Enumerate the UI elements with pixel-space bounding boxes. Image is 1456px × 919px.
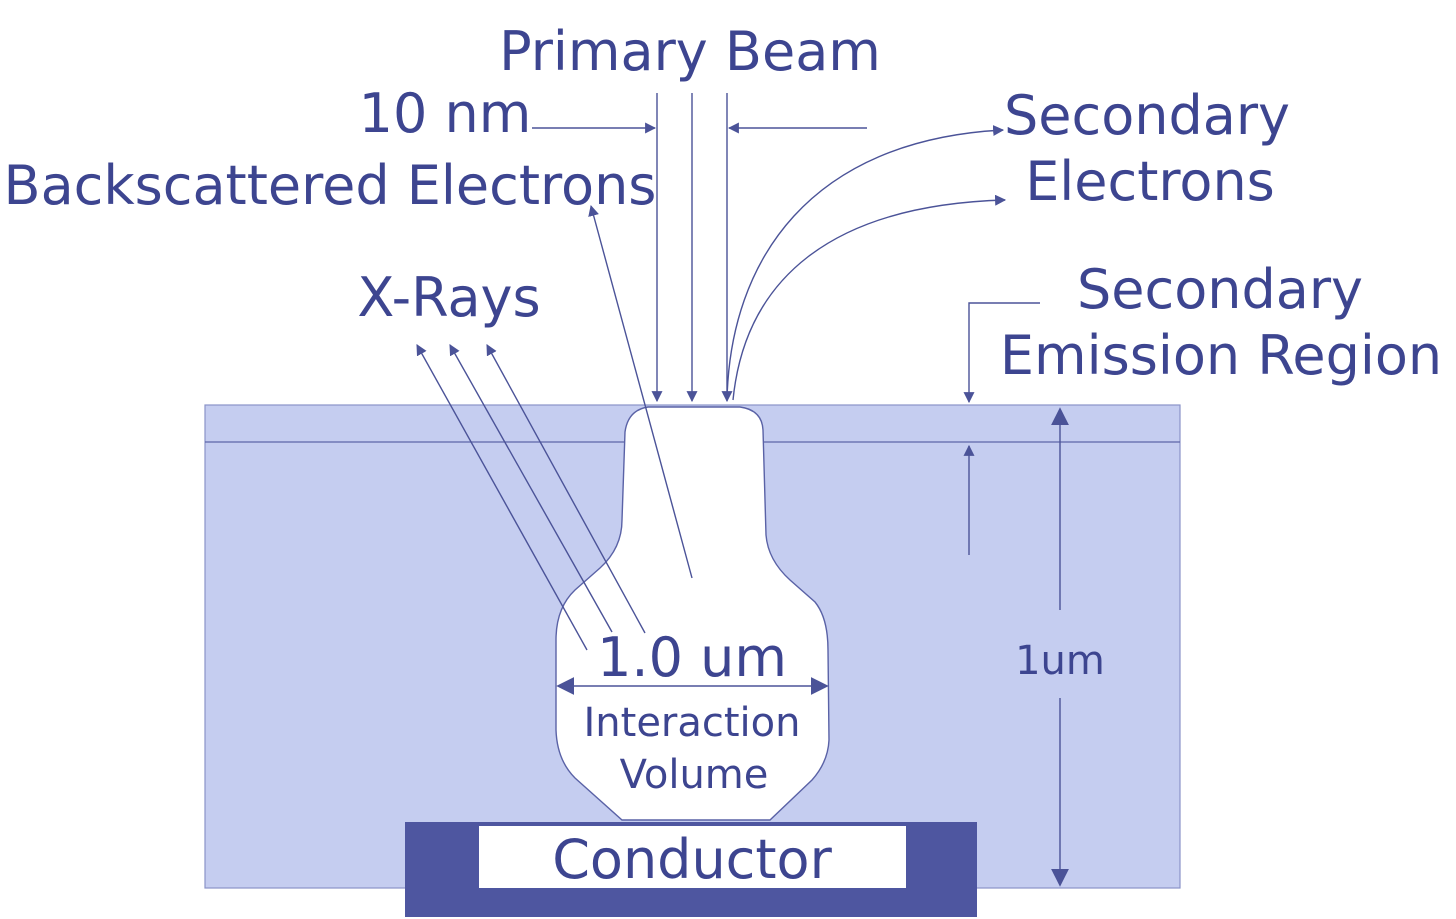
interaction-volume-label-1: Interaction — [583, 700, 800, 746]
primary-beam-label: Primary Beam — [499, 20, 881, 83]
xrays-label: X-Rays — [357, 266, 540, 329]
secondary-electron-arrow-upper — [727, 130, 1003, 400]
secondary-electrons-label-2: Electrons — [1025, 150, 1275, 213]
conductor-label: Conductor — [552, 828, 832, 891]
secondary-electron-arrow-lower — [733, 200, 1005, 400]
backscattered-label: Backscattered Electrons — [4, 154, 657, 217]
secondary-electrons-label-1: Secondary — [1004, 84, 1290, 147]
interaction-volume-label-2: Volume — [620, 752, 769, 798]
interaction-width-label: 1.0 um — [597, 626, 787, 689]
depth-label: 1um — [1015, 638, 1105, 684]
emission-region-label-1: Secondary — [1077, 258, 1363, 321]
beam-width-label: 10 nm — [359, 82, 532, 145]
emission-region-label-2: Emission Region — [1000, 324, 1442, 387]
